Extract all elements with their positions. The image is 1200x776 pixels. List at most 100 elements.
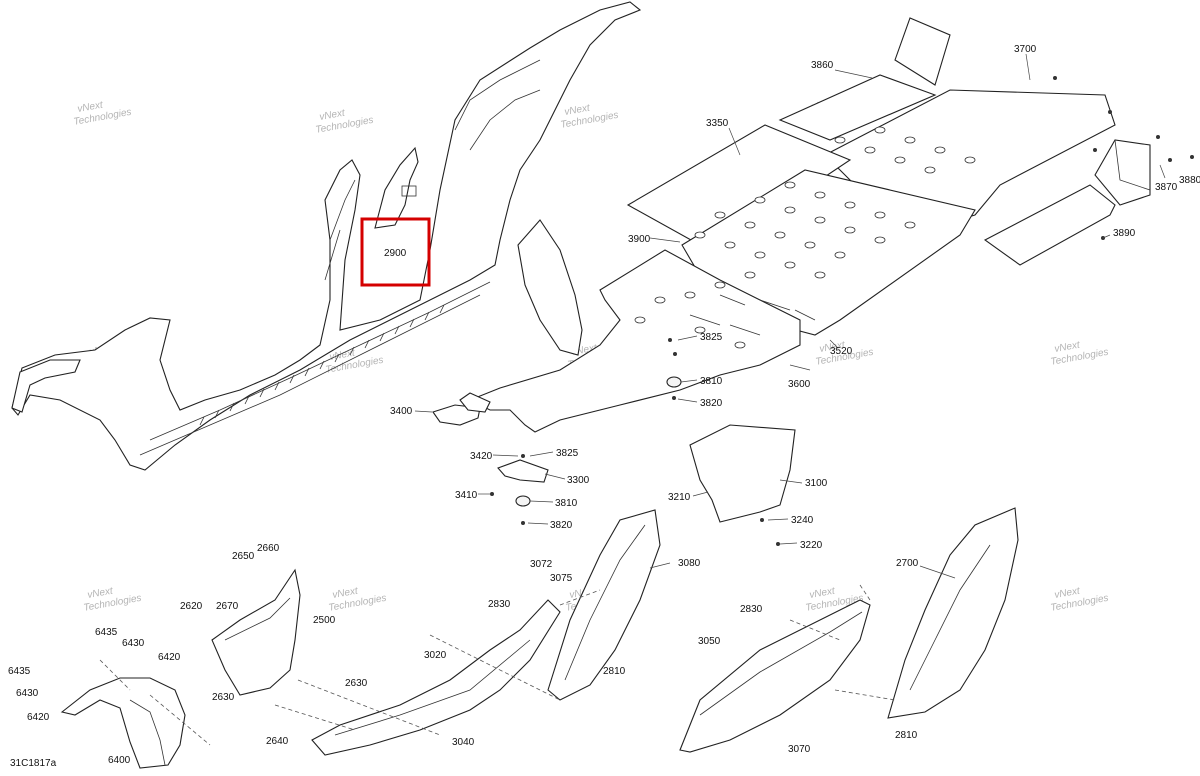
label-3075: 3075 [550,573,573,584]
panel-3050-group [679,599,871,753]
label-6435b: 6435 [8,666,31,677]
label-2640: 2640 [266,736,289,747]
label-3220: 3220 [800,540,823,551]
label-2830b: 2830 [740,604,763,615]
watermark-line1: vNext [1054,585,1082,600]
panel-3080-group [547,509,661,701]
panel-3870 [1094,139,1151,206]
label-3420: 3420 [470,451,493,462]
label-3050: 3050 [698,636,721,647]
label-2700: 2700 [896,558,919,569]
label-3300: 3300 [567,475,590,486]
label-6420b: 6420 [27,712,50,723]
label-2670: 2670 [216,601,239,612]
label-3350: 3350 [706,118,729,129]
assembly-lines [99,584,896,746]
label-3820b: 3820 [550,520,573,531]
front-pillar-inner [324,179,356,281]
label-2900: 2900 [384,248,407,259]
bracket-3300 [497,459,549,483]
label-3410: 3410 [455,490,478,501]
splash-guard-panel [517,219,583,356]
bracket-2900-tab [401,185,417,197]
highlight-box [360,217,431,287]
watermark-line1: vNext [77,99,105,114]
label-3400: 3400 [390,406,413,417]
label-3020: 3020 [424,650,447,661]
watermark-line1: vNext [809,585,837,600]
bracket-3400-b [459,392,491,413]
label-3040: 3040 [452,737,475,748]
label-2830a: 2830 [488,599,511,610]
bracket-2900 [374,146,419,229]
rocker-body-assembly [11,1,642,471]
part-2900-bracket: 2900 [360,146,431,287]
panel-3020-group [311,599,561,756]
label-3890: 3890 [1113,228,1136,239]
panel-2700-inner [909,544,991,691]
label-6400: 6400 [108,755,131,766]
label-2630a: 2630 [212,692,235,703]
label-3810b: 3810 [555,498,578,509]
panel-3600-slots [689,294,816,336]
part-labels: 3700 3860 3350 3870 3880 3890 3900 3520 … [8,44,1200,769]
watermark-line1: vNext [319,107,347,122]
front-fender-lip [11,359,81,413]
label-3100: 3100 [805,478,828,489]
leader-lines [414,53,1166,579]
panel-3860 [778,74,937,141]
panel-3890 [983,184,1116,266]
watermark-line1: vNext [329,347,357,362]
rocker-sill-line-2 [149,281,491,441]
floor-panels [468,17,1194,546]
fender-6400-group [60,677,186,769]
label-3880: 3880 [1179,175,1200,186]
panel-3020 [311,599,561,756]
floor-fasteners [490,76,1194,546]
label-3870: 3870 [1155,182,1178,193]
label-2810a: 2810 [603,666,626,677]
panel-2700 [887,507,1019,719]
panel-2500 [211,568,301,696]
grommet-3810b [515,495,531,507]
label-2620: 2620 [180,601,203,612]
panel-3080-inner [564,524,646,681]
watermark-line1: vNext [332,585,360,600]
panel-3080 [547,509,661,701]
label-3072: 3072 [530,559,553,570]
label-2660: 2660 [257,543,280,554]
label-6435a: 6435 [95,627,118,638]
figure-code: 31C1817a [10,758,57,769]
watermark-line1: vNext [564,102,592,117]
label-3700: 3700 [1014,44,1037,55]
splash-guard-center [517,219,583,356]
label-6420a: 6420 [158,652,181,663]
label-3600: 3600 [788,379,811,390]
brackets-3400-3300 [432,392,549,483]
label-3900: 3900 [628,234,651,245]
label-3070: 3070 [788,744,811,755]
panel-3050-fold [699,611,863,716]
fender-6400 [60,677,186,769]
watermark-line1: vNext [819,339,847,354]
panel-3600 [468,249,801,433]
fender-6400-edge [129,699,166,766]
label-2650: 2650 [232,551,255,562]
panel-3050 [679,599,871,753]
label-3810a: 3810 [700,376,723,387]
rocker-rib-pattern [199,304,445,426]
label-2500: 2500 [313,615,336,626]
panel-3700-riser [894,17,951,86]
panel-2700-group [887,507,1019,719]
label-3820a: 3820 [700,398,723,409]
watermark-line1: vNext [87,585,115,600]
rocker-sill-line [139,294,481,456]
grommet-3810a [666,376,682,388]
splash-guard-3100 [689,424,796,523]
watermark-line1: vNext [1054,339,1082,354]
label-6430b: 6430 [16,688,39,699]
label-2630b: 2630 [345,678,368,689]
label-3080: 3080 [678,558,701,569]
